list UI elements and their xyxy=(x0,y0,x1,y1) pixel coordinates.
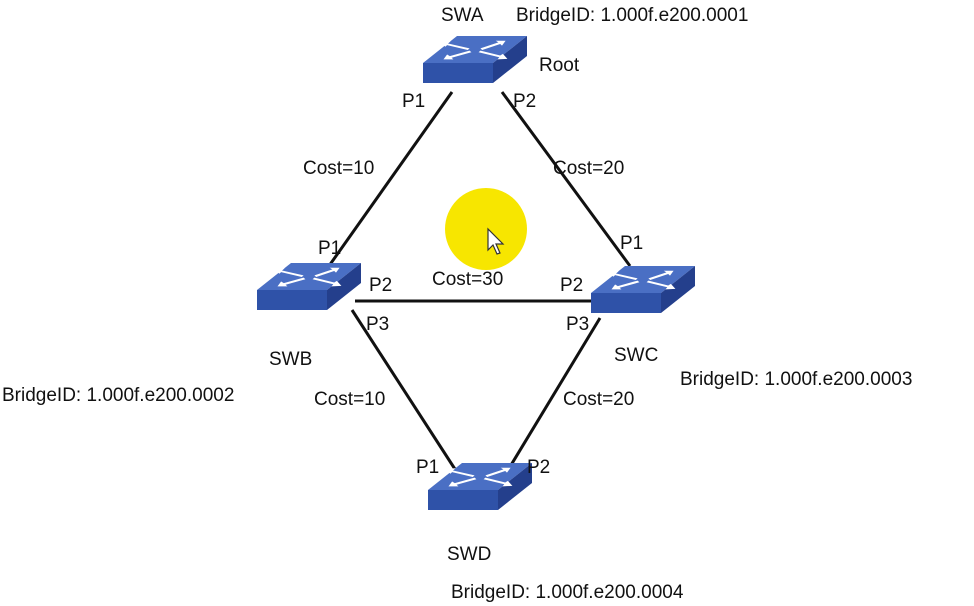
switch-swb xyxy=(257,263,361,310)
swa-name: SWA xyxy=(441,5,484,26)
cursor-highlight xyxy=(445,188,527,270)
network-switch-icon xyxy=(591,266,695,313)
links xyxy=(322,91,632,481)
swc-port-p3: P3 xyxy=(566,314,589,335)
swd-bridge-id: BridgeID: 1.000f.e200.0004 xyxy=(451,582,684,603)
swa-port-p1: P1 xyxy=(402,91,425,112)
swa-root-label: Root xyxy=(539,55,580,76)
link-swa-swc xyxy=(500,91,632,267)
link-swc-swd xyxy=(500,317,602,481)
swd-name: SWD xyxy=(447,544,491,565)
cost-label-swb-swc: Cost=30 xyxy=(432,269,503,290)
swc-port-p2: P2 xyxy=(560,275,583,296)
swb-bridge-id: BridgeID: 1.000f.e200.0002 xyxy=(2,385,234,406)
switch-swa xyxy=(423,36,527,83)
cost-label-swb-swd: Cost=10 xyxy=(314,389,385,410)
swb-port-p1: P1 xyxy=(318,238,341,259)
swd-port-p1: P1 xyxy=(416,457,439,478)
cursor-highlight-circle xyxy=(445,188,527,270)
network-switch-icon xyxy=(428,463,532,510)
network-switch-icon xyxy=(257,263,361,310)
switch-swd xyxy=(428,463,532,510)
link-swb-swd xyxy=(350,309,464,481)
link-swa-swb xyxy=(322,91,454,274)
swc-port-p1: P1 xyxy=(620,233,643,254)
network-switch-icon xyxy=(423,36,527,83)
cost-label-swc-swd: Cost=20 xyxy=(563,389,634,410)
swc-bridge-id: BridgeID: 1.000f.e200.0003 xyxy=(680,369,912,390)
swb-name: SWB xyxy=(269,349,312,370)
mouse-pointer-icon xyxy=(487,227,505,255)
swd-port-p2: P2 xyxy=(527,457,550,478)
cost-label-swa-swc: Cost=20 xyxy=(553,158,624,179)
switch-swc xyxy=(591,266,695,313)
swb-port-p2: P2 xyxy=(369,275,392,296)
swb-port-p3: P3 xyxy=(366,314,389,335)
swa-port-p2: P2 xyxy=(513,91,536,112)
swa-bridge-id: BridgeID: 1.000f.e200.0001 xyxy=(516,5,748,26)
cost-label-swa-swb: Cost=10 xyxy=(303,158,374,179)
swc-name: SWC xyxy=(614,345,658,366)
